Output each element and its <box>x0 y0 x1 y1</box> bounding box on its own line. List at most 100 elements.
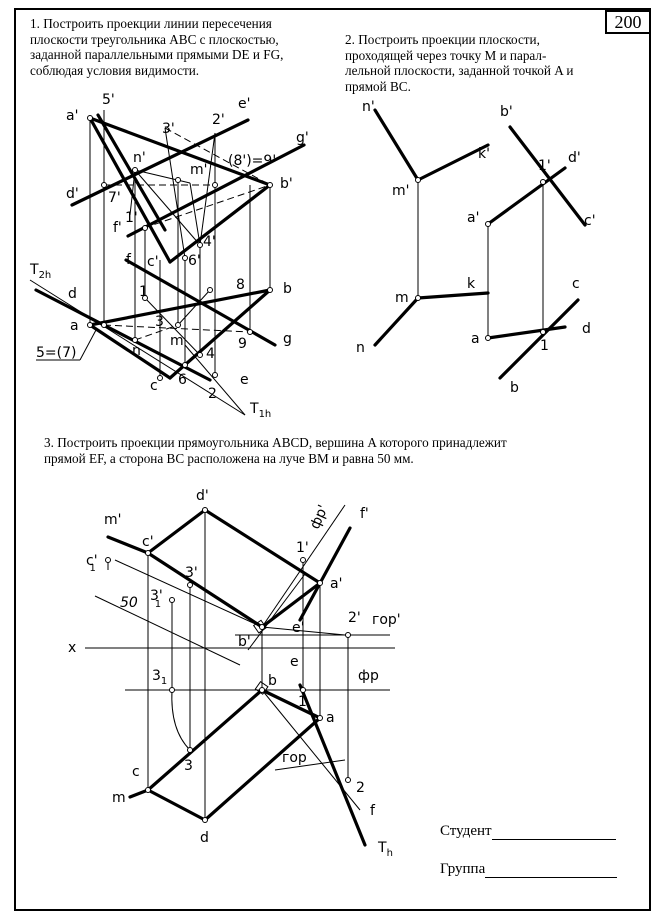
label-6: 6 <box>178 372 187 388</box>
line-c-b-horizontal <box>146 688 264 792</box>
label-d: d <box>582 321 591 337</box>
point-c-horizontal <box>157 375 163 381</box>
label-m: m <box>395 290 409 306</box>
point-3-1 <box>169 687 175 693</box>
point-6-frontal <box>182 255 188 261</box>
point-1-prime <box>540 179 546 185</box>
line-bm-horizontal <box>128 788 150 799</box>
line-ef-horizontal <box>298 683 367 847</box>
point-c <box>145 787 151 793</box>
label-b: b <box>283 281 292 297</box>
point-7-frontal <box>101 182 107 188</box>
label-b-prime: b' <box>500 104 513 120</box>
task3-line: прямой EF, а сторона BC расположена на л… <box>44 450 414 466</box>
label-2-prime: 2' <box>212 112 225 128</box>
line-mk-frontal <box>416 143 490 182</box>
point-c-prime <box>145 550 151 556</box>
point-a <box>485 335 491 341</box>
label-9: 9 <box>238 336 247 352</box>
label-1: 1 <box>540 338 549 354</box>
label-c: c <box>150 378 158 394</box>
label-1-prime: 1' <box>125 210 138 226</box>
label-e: e <box>290 654 299 670</box>
group-blank[interactable] <box>485 863 618 878</box>
label-8-9-prime: (8')=9' <box>228 153 276 169</box>
point-m-frontal <box>175 177 181 183</box>
hidden-line <box>103 324 251 333</box>
line-mn-horizontal <box>373 296 420 347</box>
line-d-a-frontal <box>203 508 322 585</box>
construction-line <box>189 182 201 246</box>
label-t2h: T2h <box>29 262 51 281</box>
line-de-horizontal <box>34 288 212 382</box>
construction-line <box>134 169 201 246</box>
line-de-frontal <box>70 118 250 207</box>
line-a-d-horizontal <box>203 716 322 822</box>
label-3-1-letter: 3 <box>152 668 161 684</box>
label-gor-prime: гор' <box>372 612 401 628</box>
label-e: e <box>240 372 249 388</box>
point-1 <box>540 329 546 335</box>
construction-line <box>129 169 136 216</box>
label-c-prime: c' <box>584 213 596 229</box>
point-2 <box>345 777 351 783</box>
label-1-prime: 1' <box>538 158 551 174</box>
line-a-b-frontal <box>260 581 322 629</box>
label-c-prime: c' <box>147 254 159 270</box>
point-m <box>415 295 421 301</box>
trace-t1h <box>184 344 246 416</box>
line-ac-frontal <box>88 116 172 264</box>
student-blank[interactable] <box>491 825 616 840</box>
label-3-1-prime: 3'1 <box>150 588 163 610</box>
label-a: a <box>70 318 79 334</box>
trace-t2h <box>29 279 246 416</box>
point-2-horizontal <box>212 372 218 378</box>
line-ad-horizontal <box>486 325 567 340</box>
label-b-prime: b' <box>280 176 293 192</box>
label-c: c <box>572 276 580 292</box>
line-c-d-frontal <box>146 508 207 555</box>
label-3-1: 31 <box>152 668 167 687</box>
label-f: f <box>126 252 132 268</box>
label-2: 2 <box>356 780 365 796</box>
point-5-horizontal <box>101 322 107 328</box>
construction-line <box>261 689 361 811</box>
hidden-line <box>134 324 179 341</box>
label-t1h-sub: 1h <box>259 409 272 420</box>
point-m-horizontal <box>175 322 181 328</box>
arc <box>171 689 191 751</box>
line-bc-frontal <box>508 125 587 227</box>
line-a1-frontal <box>486 166 567 226</box>
task3-statement: 3. Построить проекции прямоугольника ABC… <box>44 435 507 466</box>
label-3: 3 <box>184 758 193 774</box>
task2-line: проходящей через точку M и парал- <box>345 47 547 63</box>
label-a-prime: a' <box>330 576 342 592</box>
label-2-prime: 2' <box>348 610 361 626</box>
task3-line: 3. Построить проекции прямоугольника ABC… <box>44 435 507 450</box>
construction-line <box>134 169 191 184</box>
label-d: d <box>68 286 77 302</box>
point-n-frontal <box>132 167 138 173</box>
point-n-horizontal <box>132 337 138 343</box>
point-m-prime <box>415 177 421 183</box>
point-d-prime <box>202 507 208 513</box>
task1-line: 1. Построить проекции линии пересечения <box>30 16 272 31</box>
point-a-prime <box>317 580 323 586</box>
task1-drawing: a' 5' d' 3' 2' e' g' n' m' 7' (8')=9' b'… <box>29 92 309 420</box>
label-e-prime: e' <box>238 96 250 112</box>
right-angle-mark <box>254 680 269 695</box>
label-f: f <box>370 803 376 819</box>
point-3 <box>187 747 193 753</box>
label-k-prime: k' <box>478 146 490 162</box>
point-9-horizontal <box>247 329 253 335</box>
label-c1-prime-sub: 1 <box>90 563 96 574</box>
label-f-prime: f' <box>360 506 369 522</box>
student-label: Студент <box>440 823 492 839</box>
line-d-c-horizontal <box>146 788 207 822</box>
label-a-prime: a' <box>66 108 78 124</box>
point-4-horizontal <box>197 352 203 358</box>
point-3-prime <box>187 582 193 588</box>
task1-statement: 1. Построить проекции линии пересечения … <box>30 16 283 78</box>
